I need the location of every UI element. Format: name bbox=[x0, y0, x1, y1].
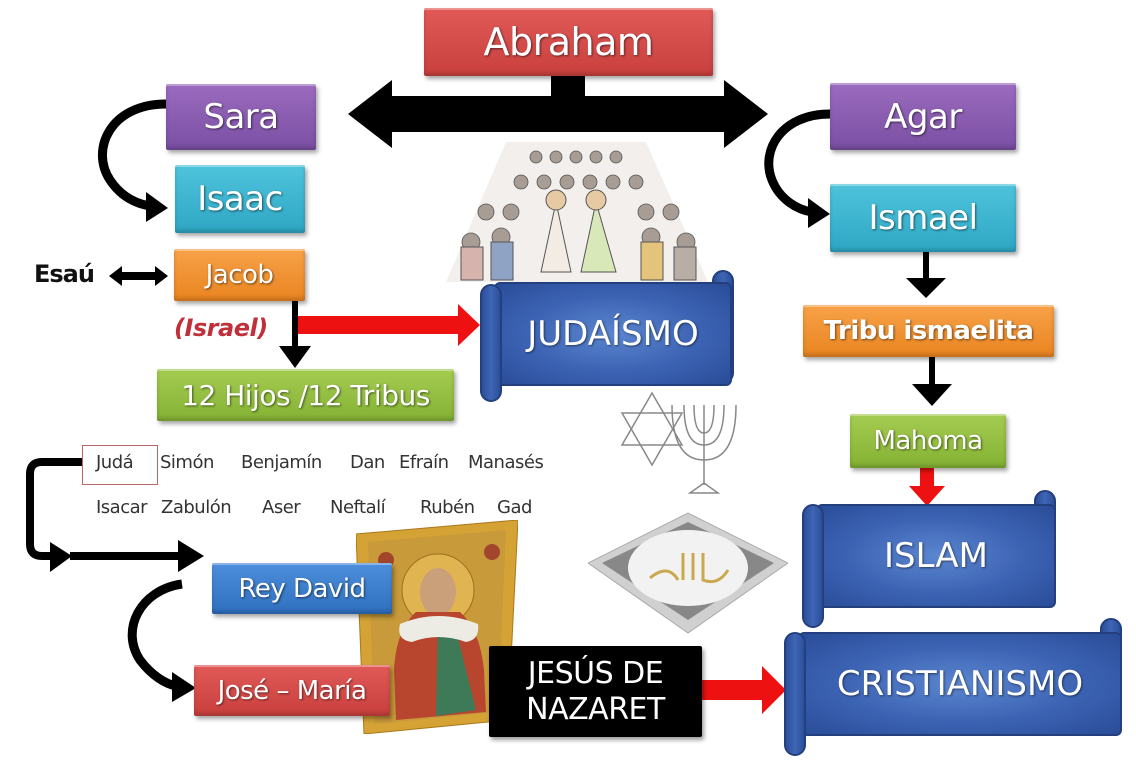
tribe-benjamin: Benjamín bbox=[241, 452, 322, 473]
cristianismo-label: CRISTIANISMO bbox=[836, 664, 1084, 704]
scroll-cristianismo: CRISTIANISMO bbox=[784, 618, 1122, 756]
esau-label: Esaú bbox=[34, 260, 95, 288]
tribe-manases: Manasés bbox=[468, 452, 544, 473]
judaismo-label: JUDAÍSMO bbox=[527, 314, 699, 354]
jacob-down-line bbox=[292, 301, 298, 347]
scroll-judaismo: JUDAÍSMO bbox=[480, 270, 734, 402]
arrowhead bbox=[912, 384, 952, 406]
star-menorah-image bbox=[612, 385, 737, 505]
scroll-cristianismo-body: CRISTIANISMO bbox=[798, 632, 1122, 736]
node-mahoma: Mahoma bbox=[850, 414, 1006, 468]
tribe-aser: Aser bbox=[262, 497, 301, 518]
node-sara-label: Sara bbox=[203, 97, 279, 137]
node-tribu-ismaelita-label: Tribu ismaelita bbox=[823, 316, 1034, 346]
curve-arrow-sara-isaac bbox=[97, 99, 167, 211]
islam-label: ISLAM bbox=[884, 536, 988, 576]
tribe-neftali: Neftalí bbox=[330, 497, 386, 518]
curve-arrow-agar-ismael bbox=[764, 109, 831, 217]
node-jesus-line2: NAZARET bbox=[526, 691, 665, 727]
crowd-image bbox=[446, 132, 708, 282]
arrowhead bbox=[909, 486, 945, 506]
arrowhead bbox=[808, 198, 830, 228]
node-rey-david-label: Rey David bbox=[238, 573, 366, 604]
tribe-efrain: Efraín bbox=[399, 452, 449, 473]
line-to-david bbox=[70, 552, 182, 560]
node-12-hijos-tribus: 12 Hijos /12 Tribus bbox=[157, 369, 454, 421]
scroll-roll-left bbox=[802, 504, 824, 628]
curve-arrow-david-jose bbox=[127, 579, 183, 691]
juda-highlight-box bbox=[82, 445, 158, 485]
tribe-isacar: Isacar bbox=[96, 497, 148, 518]
israel-label: (Israel) bbox=[174, 314, 268, 342]
node-agar: Agar bbox=[830, 83, 1016, 150]
red-arrow-mahoma-islam bbox=[920, 468, 934, 488]
arrowhead bbox=[172, 672, 196, 702]
arrowhead bbox=[50, 542, 72, 572]
double-arrow-sara-agar bbox=[348, 80, 768, 148]
scroll-islam-body: ISLAM bbox=[816, 504, 1056, 608]
node-isaac-label: Isaac bbox=[197, 179, 283, 219]
node-jacob: Jacob bbox=[174, 249, 305, 301]
tribe-zabulon: Zabulón bbox=[161, 497, 232, 518]
arrowhead bbox=[906, 278, 946, 298]
ismael-down-line bbox=[923, 252, 929, 282]
node-jesus-line1: JESÚS DE bbox=[527, 655, 664, 691]
node-jose-maria-label: José – María bbox=[217, 675, 367, 706]
node-tribu-ismaelita: Tribu ismaelita bbox=[803, 305, 1054, 357]
node-jesus-de-nazaret: JESÚS DE NAZARET bbox=[489, 646, 702, 737]
jesus-icon-image bbox=[355, 519, 519, 735]
arrowhead bbox=[279, 346, 311, 368]
tribe-ruben: Rubén bbox=[420, 497, 475, 518]
allah-plaque-image bbox=[587, 508, 789, 638]
scroll-judaismo-body: JUDAÍSMO bbox=[494, 282, 732, 386]
arrowhead bbox=[178, 540, 204, 572]
tribe-juda: Judá bbox=[96, 452, 134, 473]
node-ismael-label: Ismael bbox=[868, 198, 978, 238]
tribu-down-line bbox=[929, 357, 935, 387]
node-jose-maria: José – María bbox=[194, 665, 390, 716]
tribe-simon: Simón bbox=[160, 452, 214, 473]
abraham-stem bbox=[551, 76, 585, 98]
double-arrow-esau-jacob bbox=[109, 266, 168, 286]
node-jacob-label: Jacob bbox=[205, 260, 274, 290]
node-abraham-label: Abraham bbox=[483, 20, 654, 64]
node-mahoma-label: Mahoma bbox=[873, 426, 983, 456]
node-abraham: Abraham bbox=[424, 8, 713, 76]
scroll-roll-left bbox=[784, 632, 806, 756]
node-rey-david: Rey David bbox=[212, 563, 392, 614]
node-sara: Sara bbox=[166, 84, 316, 150]
node-isaac: Isaac bbox=[175, 165, 305, 233]
node-agar-label: Agar bbox=[884, 96, 962, 137]
node-12-hijos-label: 12 Hijos /12 Tribus bbox=[181, 378, 430, 412]
node-ismael: Ismael bbox=[830, 184, 1016, 252]
red-arrow-jesus-cristianismo bbox=[702, 666, 786, 714]
arrowhead bbox=[146, 192, 168, 222]
tribe-gad: Gad bbox=[497, 497, 532, 518]
bracket-arrow-juda-david bbox=[26, 458, 82, 560]
tribe-dan: Dan bbox=[350, 452, 385, 473]
red-arrow-jacob-judaismo bbox=[298, 304, 480, 346]
scroll-roll-left bbox=[480, 284, 502, 402]
scroll-islam: ISLAM bbox=[802, 490, 1056, 628]
